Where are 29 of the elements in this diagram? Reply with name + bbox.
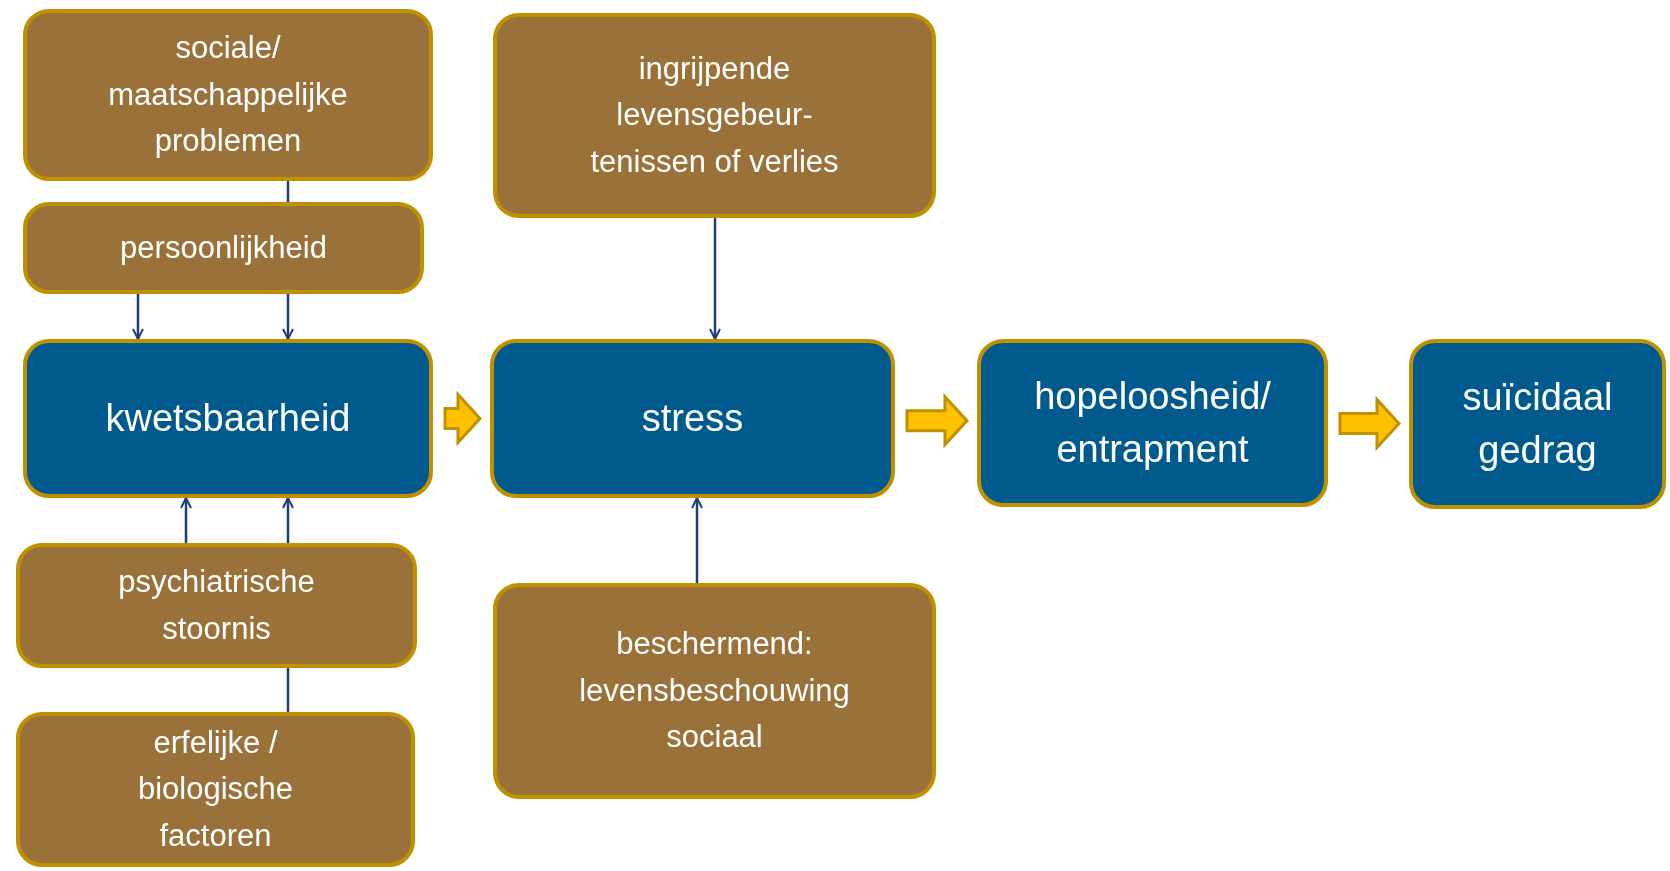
stage-box: [977, 339, 1328, 507]
factor-box: [16, 712, 415, 867]
box-label: persoonlijkheid: [120, 228, 327, 267]
stage-box: [1409, 339, 1666, 509]
block-arrow: [443, 390, 483, 447]
arrow: [691, 497, 703, 583]
box-label: beschermend: levensbeschouwing sociaal: [578, 625, 851, 757]
box-label: kwetsbaarheid: [105, 395, 351, 441]
block-arrow: [1338, 395, 1402, 452]
box-label: psychiatrische stoornis: [117, 563, 316, 648]
factor-box: [493, 13, 936, 218]
box-label: sociale/ maatschappelijke problemen: [107, 29, 349, 161]
box-label: ingrijpende levensgebeur- tenissen of verlies: [589, 49, 840, 181]
arrow: [282, 294, 294, 340]
box-label: suïcidaal gedrag: [1461, 374, 1614, 473]
factor-box: [493, 583, 936, 799]
arrow: [132, 294, 144, 340]
factor-box: [23, 9, 433, 181]
factor-box: [23, 202, 424, 294]
stage-box: [490, 339, 895, 498]
arrow: [180, 497, 192, 543]
box-label: hopeloosheid/ entrapment: [1033, 373, 1272, 472]
box-label: stress: [641, 395, 744, 441]
block-arrow: [905, 392, 970, 449]
factor-box: [16, 543, 417, 668]
stage-box: [23, 339, 433, 498]
arrow: [282, 497, 294, 543]
arrow: [709, 218, 721, 340]
box-label: erfelijke / biologische factoren: [136, 723, 295, 855]
